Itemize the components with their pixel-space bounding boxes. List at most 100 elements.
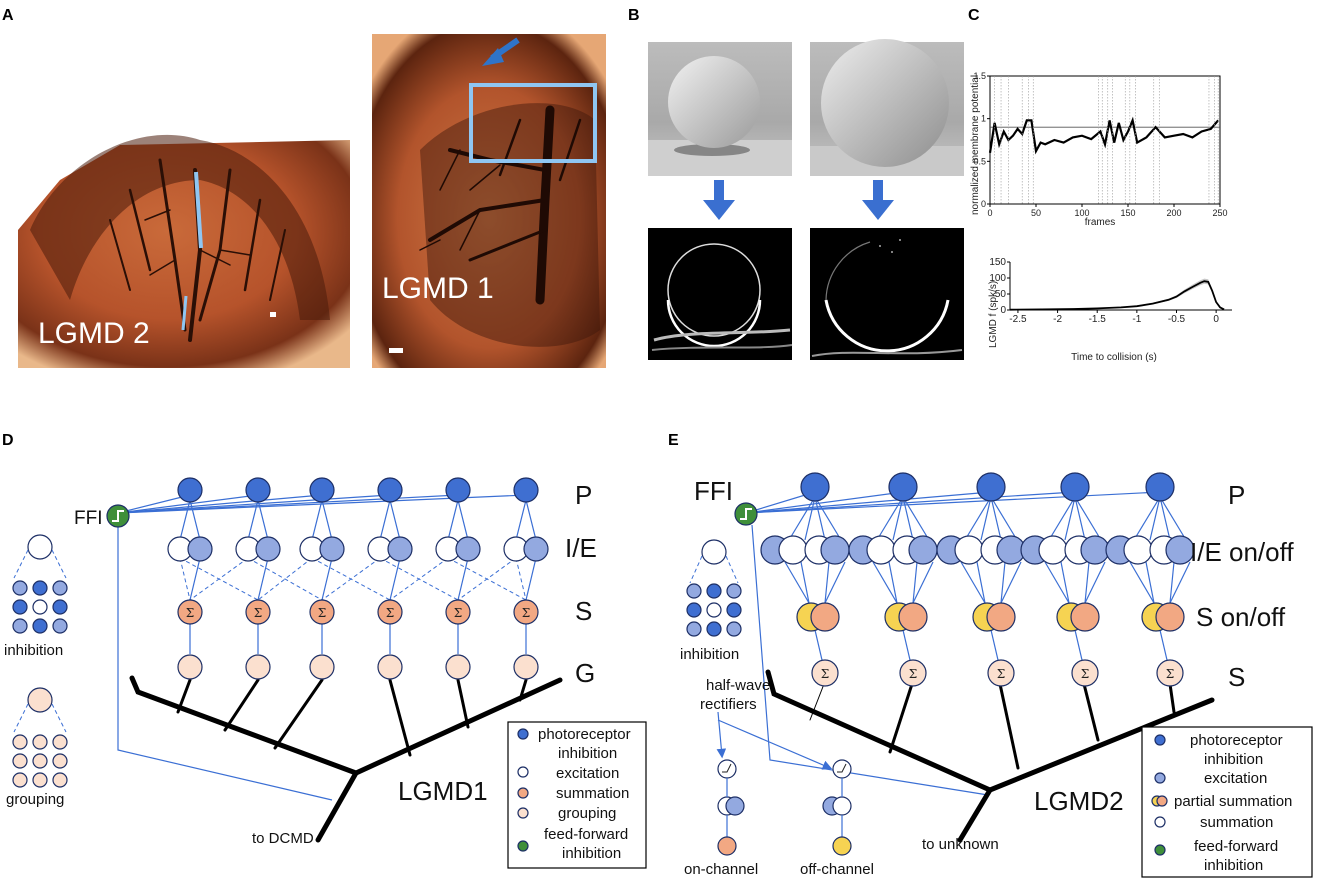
photoreceptor-node [1060, 472, 1090, 502]
e-layer-connections [784, 496, 1191, 661]
inhibition-kernel: inhibition [680, 539, 742, 663]
ball-edge-image-far [648, 228, 793, 360]
sigma-symbol: Σ [1081, 667, 1089, 681]
connection-line [824, 561, 830, 604]
inhibition-node [1038, 535, 1068, 565]
grouping-kernel: grouping [6, 687, 68, 808]
lgmd2-legend: photoreceptor inhibition excitation part… [1141, 726, 1313, 878]
connection-line [1149, 496, 1161, 541]
legend-item: photoreceptor [1190, 732, 1283, 749]
on-partial-summation-node [1155, 602, 1185, 632]
sigma-symbol: Σ [997, 667, 1005, 681]
summation-node [377, 599, 403, 625]
x-axis-label: frames [1085, 217, 1116, 228]
connection-line [960, 561, 986, 604]
sigma-symbol: Σ [821, 667, 829, 681]
sigma-symbol: Σ [909, 667, 917, 681]
rectifier-label: half-wave [706, 677, 770, 694]
connection-line [980, 496, 992, 541]
row-ie-label: I/E [565, 533, 597, 563]
x-tick-label: -1 [1132, 314, 1141, 325]
connection-line [1074, 496, 1086, 541]
inhibition-node [954, 535, 984, 565]
connection-line [902, 496, 914, 541]
excitation-node [820, 535, 850, 565]
summation-node [987, 659, 1015, 687]
rectifier-diagram: half-wave rectifiers on-channel off-chan… [684, 677, 874, 878]
connection-line [912, 561, 934, 604]
x-axis-label: Time to collision (s) [1071, 352, 1157, 363]
connection-line [784, 561, 810, 604]
summation-node [245, 599, 271, 625]
connection-line [1084, 561, 1106, 604]
connection-line [902, 496, 930, 541]
panel-b-letter: B [628, 7, 640, 24]
ffi-connections [117, 494, 527, 801]
connection-line [872, 561, 898, 604]
row-p-label: P [1228, 480, 1245, 510]
down-arrow-icon [703, 180, 735, 220]
excitation-node [187, 536, 213, 562]
summation-node [811, 659, 839, 687]
photoreceptor-node [177, 477, 203, 503]
down-arrow-icon [862, 180, 894, 220]
lgmd1-label: LGMD 1 [382, 272, 494, 305]
connection-line [1060, 561, 1070, 604]
photoreceptor-node [245, 477, 271, 503]
connection-line [888, 561, 898, 604]
series-line [988, 116, 1220, 155]
photoreceptor-node [309, 477, 335, 503]
x-tick-label: -2.5 [1009, 314, 1027, 325]
panel-c-letter: C [968, 7, 980, 24]
legend-item: grouping [558, 805, 616, 822]
connection-line [1074, 629, 1083, 661]
output-label: to unknown [922, 836, 999, 853]
row-s-onoff-label: S on/off [1196, 602, 1286, 632]
grouping-node [309, 654, 335, 680]
on-partial-summation-node [810, 602, 840, 632]
sigma-symbol: Σ [318, 606, 326, 620]
ball-edge-image-near [810, 228, 964, 360]
summation-node [899, 659, 927, 687]
summation-node [513, 599, 539, 625]
photoreceptor-node [513, 477, 539, 503]
panel-d-letter: D [2, 432, 14, 449]
lgmd2-label: LGMD 2 [38, 317, 150, 350]
connection-line [990, 629, 999, 661]
inhibition-label: inhibition [4, 642, 63, 659]
ball-photo-near [810, 39, 964, 176]
plot-frame [989, 75, 1221, 205]
ffi-label: FFI [694, 476, 733, 506]
excitation-node [1165, 535, 1195, 565]
y-tick-label: 0.5 [973, 156, 986, 166]
summation-node [177, 599, 203, 625]
row-g-label: G [575, 658, 595, 688]
legend-item: inhibition [562, 845, 621, 862]
ball-photo-far [648, 42, 792, 176]
y-tick-label: 150 [989, 257, 1006, 268]
legend-item: summation [556, 785, 629, 802]
connection-line [1000, 561, 1006, 604]
connection-line [892, 496, 904, 541]
excitation-node [1080, 535, 1110, 565]
connection-line [1074, 496, 1102, 541]
row-s-label: S [575, 596, 592, 626]
legend-item: partial summation [1174, 793, 1292, 810]
connection-line [990, 496, 1002, 541]
y-tick-label: 50 [995, 289, 1007, 300]
on-partial-summation-node [898, 602, 928, 632]
connection-line [804, 496, 816, 541]
x-tick-label: 200 [1166, 208, 1181, 218]
connection-line [1145, 561, 1155, 604]
excitation-node [455, 536, 481, 562]
y-axis-label: LGMD f (spk/s) [988, 281, 999, 348]
summation-node [309, 599, 335, 625]
connection-line [814, 496, 826, 541]
connection-line [1084, 561, 1090, 604]
photoreceptor-node [800, 472, 830, 502]
y-tick-label: 100 [989, 273, 1006, 284]
connection-line [912, 561, 918, 604]
lgmd2-dendrite-tree [765, 669, 1215, 843]
